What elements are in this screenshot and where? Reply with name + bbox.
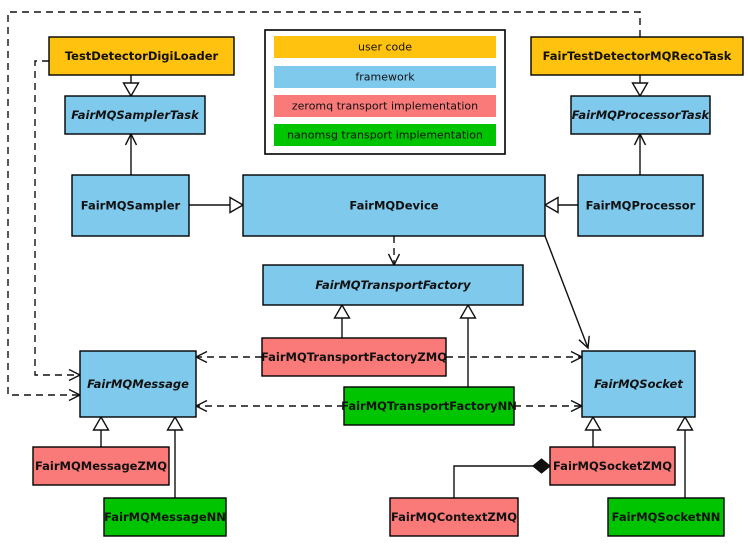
class-box bbox=[530, 36, 744, 76]
class-name-label: FairTestDetectorMQRecoTask bbox=[543, 49, 732, 63]
class-name-label: TestDetectorDigiLoader bbox=[65, 49, 219, 63]
edge-sampler-generalizes-device bbox=[189, 196, 245, 214]
class-node-FairTestDetectorMQRecoTask[interactable]: FairTestDetectorMQRecoTask bbox=[530, 36, 744, 76]
edge-factoryzmq-generalizes-transportfactory bbox=[333, 303, 351, 338]
legend-item-0: user code bbox=[274, 36, 496, 58]
class-node-FairMQContextZMQ[interactable]: FairMQContextZMQ bbox=[389, 497, 519, 537]
class-name-label: FairMQProcessor bbox=[586, 199, 696, 213]
class-box bbox=[79, 350, 197, 418]
edge-device-depends-transportfactory bbox=[387, 236, 401, 267]
legend-item-3: nanomsg transport implementation bbox=[274, 124, 496, 146]
edge-factorynn-depends-socket bbox=[514, 399, 584, 413]
edge-factorynn-generalizes-transportfactory bbox=[459, 303, 477, 387]
class-box bbox=[549, 446, 676, 486]
class-node-FairMQMessageZMQ[interactable]: FairMQMessageZMQ bbox=[32, 446, 170, 486]
class-node-FairMQTransportFactoryNN[interactable]: FairMQTransportFactoryNN bbox=[341, 386, 517, 426]
edge-messagenn-generalizes-message bbox=[166, 415, 184, 498]
legend-item-2: zeromq transport implementation bbox=[274, 95, 496, 117]
class-name-label: FairMQContextZMQ bbox=[391, 510, 517, 524]
class-name-label: FairMQTransportFactoryNN bbox=[341, 399, 517, 413]
class-box bbox=[389, 497, 519, 537]
edge-socketzmq-generalizes-socket bbox=[584, 415, 602, 447]
class-node-FairMQTransportFactory[interactable]: FairMQTransportFactory bbox=[262, 264, 524, 306]
class-box bbox=[71, 174, 190, 237]
class-box bbox=[261, 337, 447, 377]
class-name-label: FairMQDevice bbox=[349, 199, 438, 213]
class-box bbox=[64, 95, 206, 135]
edge-factorynn-depends-message bbox=[194, 399, 344, 413]
edge-digiloader-generalizes-samplertask bbox=[122, 75, 140, 98]
class-box bbox=[570, 95, 711, 135]
edge-device-assoc-socket bbox=[544, 235, 590, 350]
class-name-label: FairMQSocket bbox=[594, 377, 683, 391]
class-box bbox=[343, 386, 515, 426]
class-name-label: FairMQSocketNN bbox=[612, 510, 721, 524]
edge-factoryzmq-depends-socket bbox=[446, 350, 584, 364]
edge-processor-generalizes-device bbox=[543, 196, 578, 214]
class-name-label: FairMQMessage bbox=[87, 377, 189, 391]
class-box bbox=[262, 264, 524, 306]
legend-item-label: nanomsg transport implementation bbox=[287, 129, 483, 142]
legend-item-label: user code bbox=[358, 41, 412, 54]
class-box bbox=[581, 350, 696, 418]
class-node-FairMQProcessor[interactable]: FairMQProcessor bbox=[577, 174, 704, 237]
class-node-FairMQDevice[interactable]: FairMQDevice bbox=[242, 174, 546, 237]
class-node-FairMQSocketZMQ[interactable]: FairMQSocketZMQ bbox=[549, 446, 676, 486]
class-box bbox=[607, 497, 725, 537]
class-box bbox=[48, 36, 235, 76]
legend-layer: user code framework zeromq transport imple… bbox=[264, 29, 506, 155]
class-name-label: FairMQSocketZMQ bbox=[553, 459, 672, 473]
edge-factoryzmq-depends-message bbox=[194, 350, 262, 364]
class-name-label: FairMQTransportFactory bbox=[315, 278, 471, 292]
class-node-FairMQProcessorTask[interactable]: FairMQProcessorTask bbox=[570, 95, 711, 135]
class-name-label: FairMQTransportFactoryZMQ bbox=[261, 350, 447, 364]
edge-messagezmq-generalizes-message bbox=[92, 415, 110, 447]
nodes-layer: TestDetectorDigiLoaderFairMQSamplerTaskF… bbox=[32, 36, 744, 537]
class-node-FairMQSampler[interactable]: FairMQSampler bbox=[71, 174, 190, 237]
class-node-TestDetectorDigiLoader[interactable]: TestDetectorDigiLoader bbox=[48, 36, 235, 76]
class-name-label: FairMQMessageZMQ bbox=[35, 459, 167, 473]
class-box bbox=[242, 174, 546, 237]
legend-item-label: framework bbox=[355, 71, 415, 84]
edge-sampler-assoc-samplertask bbox=[124, 132, 138, 175]
legend-item-1: framework bbox=[274, 66, 496, 88]
edge-socketnn-generalizes-socket bbox=[676, 415, 694, 498]
class-node-FairMQSocket[interactable]: FairMQSocket bbox=[581, 350, 696, 418]
class-node-FairMQSocketNN[interactable]: FairMQSocketNN bbox=[607, 497, 725, 537]
class-name-label: FairMQSamplerTask bbox=[71, 108, 200, 122]
class-box bbox=[577, 174, 704, 237]
class-name-label: FairMQMessageNN bbox=[104, 510, 226, 524]
class-box bbox=[103, 497, 227, 537]
edge-contextzmq-composed-in-socketzmq bbox=[453, 458, 551, 498]
class-name-label: FairMQSampler bbox=[81, 199, 181, 213]
class-node-FairMQSamplerTask[interactable]: FairMQSamplerTask bbox=[64, 95, 206, 135]
class-node-FairMQTransportFactoryZMQ[interactable]: FairMQTransportFactoryZMQ bbox=[261, 337, 447, 377]
edge-recotask-generalizes-processortask bbox=[631, 75, 649, 98]
legend-item-label: zeromq transport implementation bbox=[292, 100, 478, 113]
class-name-label: FairMQProcessorTask bbox=[572, 108, 711, 122]
class-node-FairMQMessage[interactable]: FairMQMessage bbox=[79, 350, 197, 418]
legend: user code framework zeromq transport imple… bbox=[264, 29, 506, 155]
class-node-FairMQMessageNN[interactable]: FairMQMessageNN bbox=[103, 497, 227, 537]
edge-processor-assoc-processortask bbox=[633, 132, 647, 175]
class-box bbox=[32, 446, 170, 486]
